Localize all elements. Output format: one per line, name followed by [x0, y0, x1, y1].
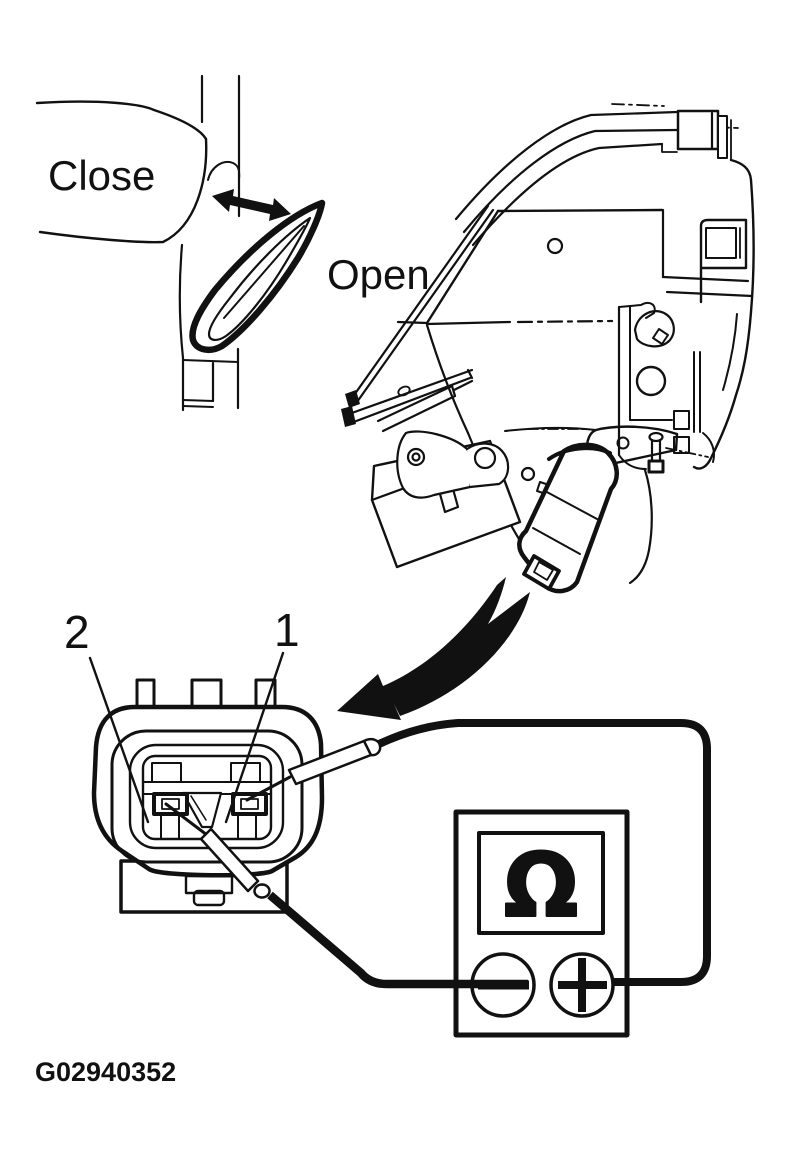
test-lead-wires — [267, 719, 711, 989]
ohmmeter: Ω — [453, 809, 630, 1038]
lock-housing-right-wall — [661, 158, 755, 470]
actuator-connector — [517, 442, 619, 594]
door-panel-outline — [35, 100, 208, 244]
latch-mechanism — [617, 302, 701, 470]
open-label: Open — [327, 251, 430, 298]
frame-curves — [454, 103, 739, 247]
probe-terminal-2 — [164, 802, 271, 899]
leader-line-1 — [224, 651, 285, 824]
positive-lead-wire — [375, 719, 711, 986]
open-close-arrow-icon — [212, 189, 291, 221]
negative-lead-wire — [267, 891, 528, 989]
connector-seal-ring — [110, 729, 304, 864]
lower-block-slot — [184, 874, 234, 895]
flow-arrow-icon — [337, 577, 530, 720]
connector-inner-ring — [128, 743, 285, 850]
pin-1-label: 1 — [274, 604, 300, 656]
connector-cavity-details — [142, 762, 272, 840]
connector-front-view: 2 1 — [64, 604, 325, 914]
door-lock-assembly — [341, 103, 755, 594]
open-close-inset: Close Open — [35, 74, 430, 412]
close-label: Close — [48, 152, 155, 199]
terminal-2 — [152, 792, 189, 816]
door-pillar-lines — [178, 74, 241, 412]
open-door-vent — [189, 199, 326, 354]
lower-block-notch — [192, 889, 226, 907]
striker-block — [676, 109, 732, 161]
ohmmeter-display — [477, 831, 605, 935]
linkage-rods — [341, 204, 495, 433]
ohm-symbol: Ω — [504, 834, 579, 937]
test-probes — [164, 737, 382, 899]
pin-2-label: 2 — [64, 606, 90, 658]
connector-tabs — [135, 678, 277, 711]
probe-terminal-1 — [245, 737, 382, 802]
leader-line-2 — [88, 656, 150, 824]
figure-id: G02940352 — [35, 1057, 176, 1087]
